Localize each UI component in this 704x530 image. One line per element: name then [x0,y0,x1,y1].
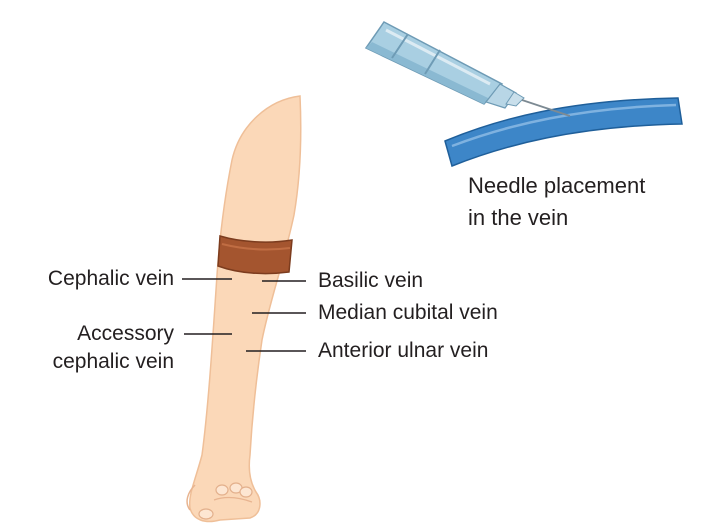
tourniquet-band [217,235,293,275]
tourniquet [217,235,293,275]
fingertips [198,482,253,520]
fingertip [239,486,253,498]
label-cephalic-vein: Cephalic vein [47,267,174,290]
vein-cross-section [444,97,683,168]
syringe-barrel-highlight [385,28,491,86]
syringe-ring [424,49,441,75]
arm-illustration [186,95,302,523]
syringe-barrel-shade [366,42,488,104]
syringe-ring [391,33,409,59]
tourniquet-highlight [221,243,291,251]
label-basilic-vein: Basilic vein [318,269,424,292]
leader-lines [182,278,306,352]
caption-line-2: in the vein [468,205,569,230]
finger-crease [213,496,253,503]
label-accessory-cephalic-line-1: Accessory [77,322,174,345]
caption-line-1: Needle placement [468,173,646,198]
vein-highlight [451,103,677,148]
fingertip [198,508,214,520]
arm [188,95,302,523]
label-accessory-cephalic-line-2: cephalic vein [52,350,174,373]
needle [521,99,571,117]
needle-hub [505,91,525,107]
syringe-barrel [364,21,504,105]
vein-tube [444,97,683,168]
label-median-cubital-vein: Median cubital vein [318,301,498,324]
syringe [364,21,571,117]
fingertip [215,484,229,496]
label-anterior-ulnar-vein: Anterior ulnar vein [318,339,489,362]
hand-thumb [186,484,196,511]
